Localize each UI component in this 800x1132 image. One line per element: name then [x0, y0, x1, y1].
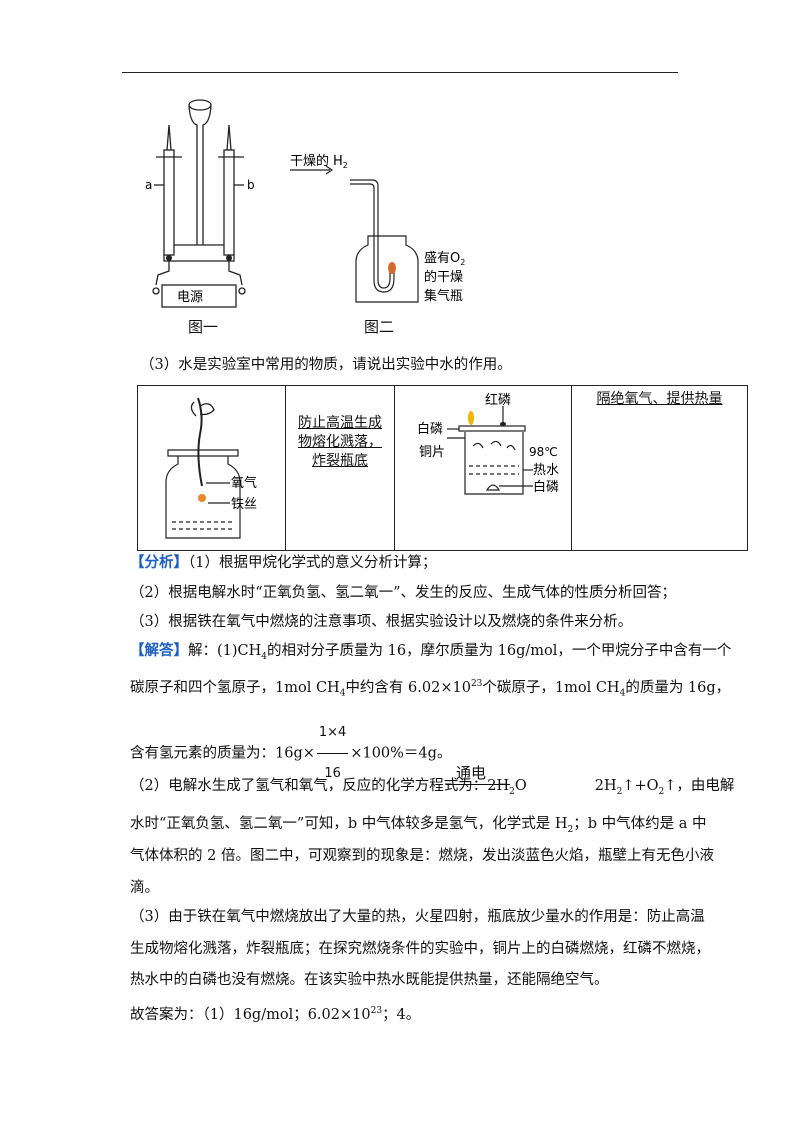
label-temp: 98℃	[529, 445, 558, 459]
bottle-label-3: 集气瓶	[424, 288, 463, 304]
cell-phosphorus-answer: 隔绝氧气、提供热量	[571, 385, 748, 551]
label-copper: 铜片	[419, 445, 445, 460]
solution-line-10: 热水中的白磷也没有燃烧。在该实验中热水既能提供热量，还能隔绝空气。	[130, 972, 609, 988]
analysis-tag: 【分析】	[130, 554, 188, 571]
question-3: （3）水是实验室中常用的物质，请说出实验中水的作用。	[140, 357, 512, 373]
bottle-label-2: 的干燥	[424, 269, 463, 285]
reaction-condition: 通电	[456, 764, 487, 782]
solution-line-1: 【解答】解：(1)CH4的相对分子质量为 16，摩尔质量为 16g/mol，一个…	[130, 642, 732, 662]
label-iron-wire: 铁丝	[231, 497, 257, 512]
bottle-label-1: 盛有O2	[424, 251, 465, 267]
solution-tag: 【解答】	[130, 642, 188, 659]
cell-iron-figure: 氧气 铁丝	[137, 385, 286, 551]
solution-line-9: 生成物熔化溅落，炸裂瓶底；在探究燃烧条件的实验中，铜片上的白磷燃烧，红磷不燃烧，	[130, 941, 710, 957]
solution-line-2: 碳原子和四个氢原子，1mol CH4中约含有 6.02×1023个碳原子，1mo…	[130, 679, 731, 699]
cell-iron-answer: 防止高温生成物熔化溅落，炸裂瓶底	[285, 385, 395, 551]
analysis-line-3: （3）根据铁在氧气中燃烧的注意事项、根据实验设计以及燃烧的条件来分析。	[130, 614, 633, 630]
label-oxygen: 氧气	[231, 475, 257, 491]
label-red-p: 红磷	[485, 392, 511, 408]
analysis-line-2: （2）根据电解水时“正氧负氢、氢二氧一”、发生的反应、生成气体的性质分析回答；	[130, 585, 677, 601]
solution-line-8: （3）由于铁在氧气中燃烧放出了大量的热，火星四射，瓶底放少量水的作用是：防止高温	[130, 909, 705, 925]
figure-iron-wire: 氧气 铁丝	[165, 397, 257, 539]
reaction-arrow-line	[446, 784, 510, 785]
label-a: a	[145, 178, 152, 192]
label-white-p-top: 白磷	[417, 421, 443, 437]
label-b: b	[247, 178, 255, 192]
power-label: 电源	[177, 290, 203, 305]
phosphorus-answer: 隔绝氧气、提供热量	[596, 391, 723, 407]
analysis-line-1: 【分析】（1）根据甲烷化学式的意义分析计算；	[130, 554, 437, 571]
header-rule	[122, 72, 678, 73]
solution-line-6: 气体体积的 2 倍。图二中，可观察到的现象是：燃烧，发出淡蓝色火焰，瓶壁上有无色…	[130, 848, 714, 864]
label-white-p-bottom: 白磷	[533, 479, 559, 495]
solution-line-5: 水时“正氧负氢、氢二氧一”可知，b 中气体较多是氢气，化学式是 H2；b 中气体…	[130, 816, 707, 835]
cell-phosphorus-figure: 红磷 白磷 铜片 98℃ 热水 白磷	[394, 385, 572, 551]
solution-line-7: 滴。	[130, 880, 159, 896]
label-hot-water: 热水	[533, 463, 559, 478]
figure-electrolysis: a b 电源	[145, 99, 255, 308]
figure-combustion-conditions: 红磷 白磷 铜片 98℃ 热水 白磷	[417, 392, 559, 495]
figure2-caption: 图二	[364, 318, 395, 336]
water-use-table: 氧气 铁丝 防止高温生成物熔化溅落，炸裂瓶底	[137, 385, 748, 551]
iron-answer: 防止高温生成物熔化溅落，炸裂瓶底	[298, 415, 382, 469]
figure1-caption: 图一	[188, 318, 219, 336]
solution-line-11: 故答案为：（1）16g/mol；6.02×1023；4。	[130, 1006, 421, 1023]
